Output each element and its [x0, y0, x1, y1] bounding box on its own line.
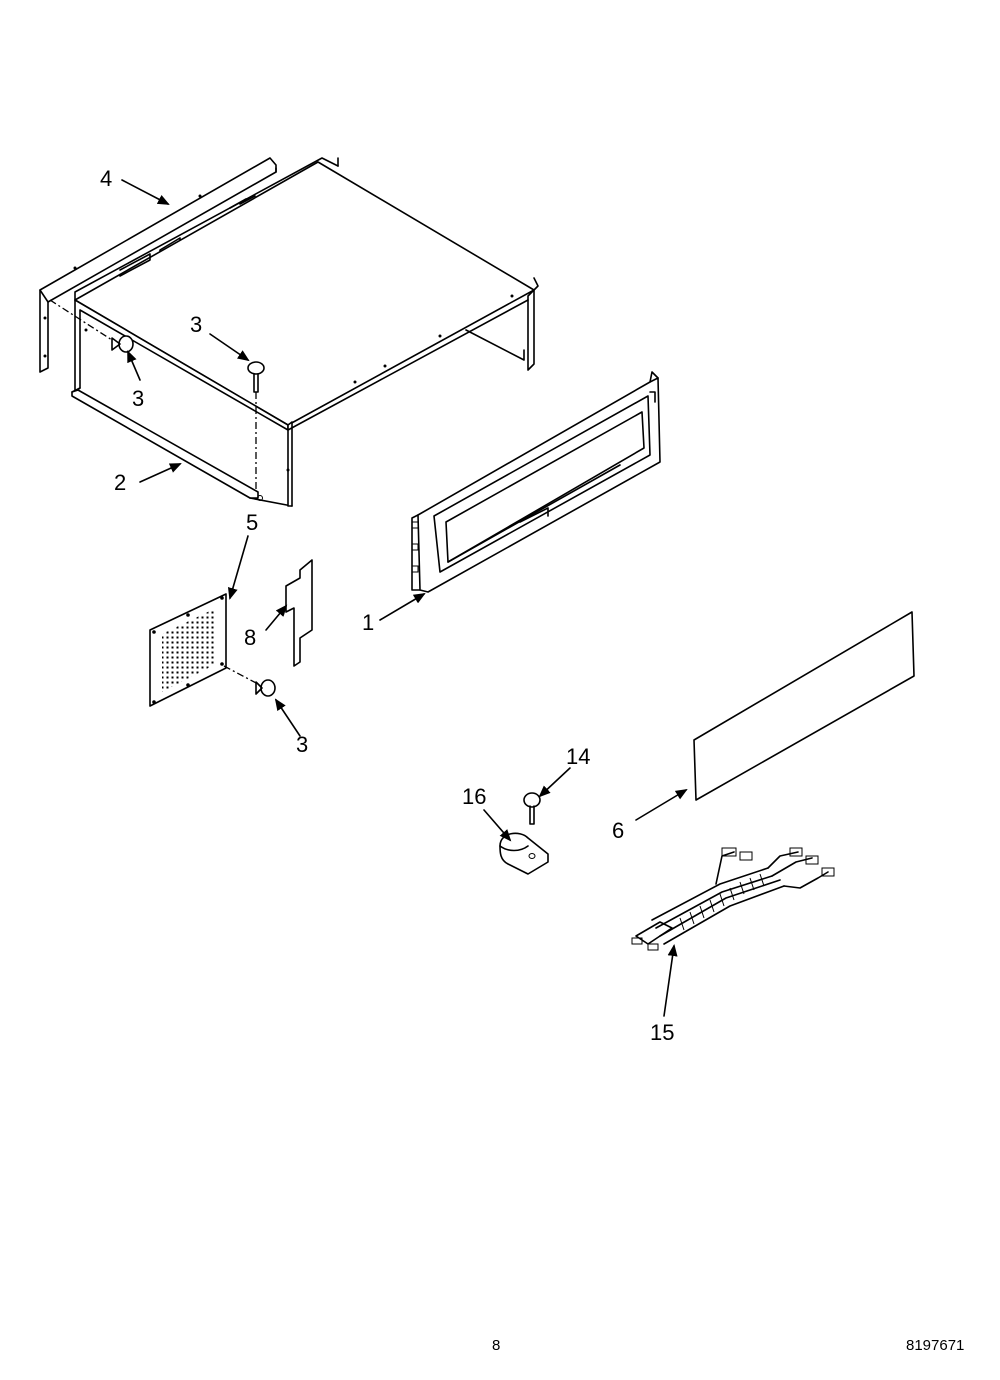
part-16-clamp: [499, 832, 549, 875]
part-2-cabinet-housing: [71, 157, 539, 507]
callout-3-top: 3: [190, 312, 202, 337]
callout-2: 2: [114, 470, 126, 495]
part-8-bracket: [285, 559, 313, 667]
callout-1: 1: [362, 610, 374, 635]
screw-3-top: [247, 361, 265, 490]
part-15-wire-harness: [631, 847, 835, 951]
leader-arrows: [121, 179, 688, 1017]
callout-3-grille: 3: [296, 732, 308, 757]
document-number: 8197671: [906, 1337, 965, 1354]
callout-3-left: 3: [132, 386, 144, 411]
page-number: 8: [492, 1337, 501, 1354]
part-1-front-frame: [411, 371, 661, 593]
callout-5: 5: [246, 510, 258, 535]
part-6-panel: [693, 611, 915, 801]
part-5-perforated-grille: [149, 593, 227, 707]
callout-8: 8: [244, 625, 256, 650]
callout-15: 15: [650, 1020, 674, 1045]
callout-16: 16: [462, 784, 486, 809]
screw-3-left: [49, 299, 134, 353]
callout-4: 4: [100, 166, 112, 191]
screw-3-grille: [223, 665, 276, 697]
part-14-screw: [523, 792, 541, 825]
callout-6: 6: [612, 818, 624, 843]
callout-14: 14: [566, 744, 590, 769]
